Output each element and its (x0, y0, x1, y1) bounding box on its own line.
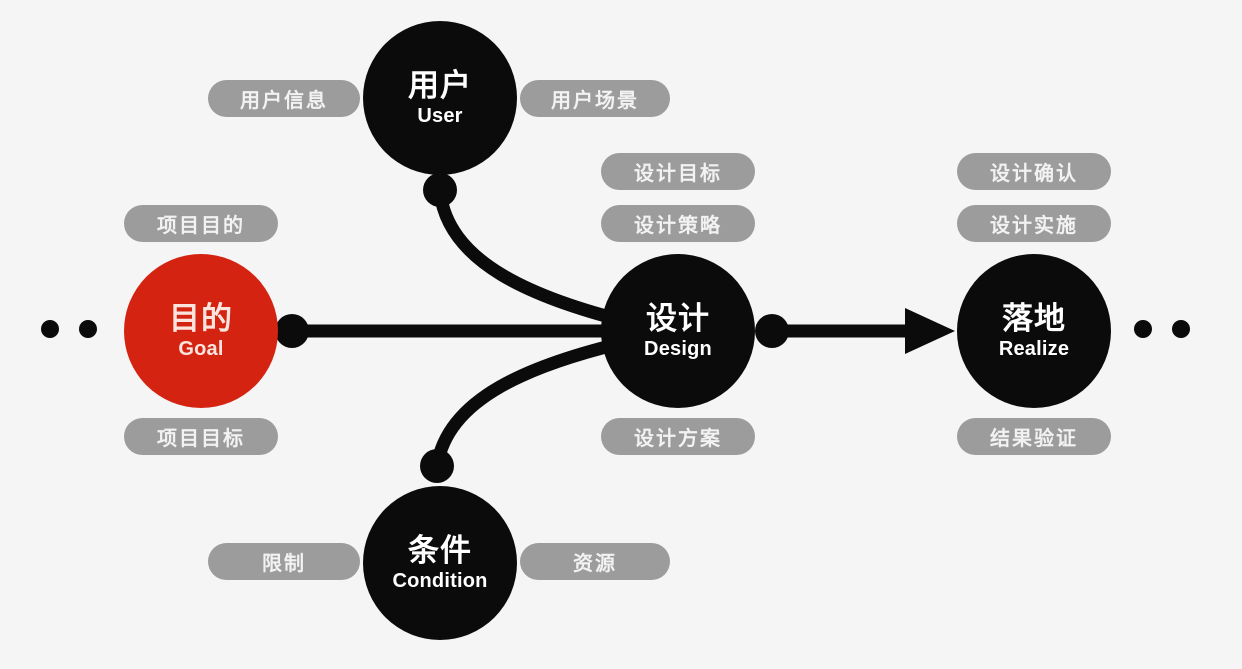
pill-label: 结果验证 (990, 428, 1078, 450)
node-realize[interactable]: 落地 Realize (957, 254, 1111, 408)
node-label-en: Realize (998, 337, 1070, 360)
node-label-cn: 目的 (169, 301, 233, 337)
node-label-en: Design (644, 337, 712, 360)
pill-label: 设计确认 (990, 163, 1078, 185)
node-user[interactable]: 用户 User (363, 21, 517, 175)
pill-realize-execute[interactable]: 设计实施 (957, 205, 1111, 242)
pill-label: 用户场景 (551, 90, 639, 112)
pill-condition-resource[interactable]: 资源 (520, 543, 670, 580)
pill-realize-verify[interactable]: 结果验证 (957, 418, 1111, 455)
node-design[interactable]: 设计 Design (601, 254, 755, 408)
pill-label: 设计方案 (634, 428, 722, 450)
pill-goal-target[interactable]: 项目目标 (124, 418, 278, 455)
node-condition[interactable]: 条件 Condition (363, 486, 517, 640)
arrowhead-icon (905, 308, 955, 354)
pill-label: 项目目标 (157, 428, 245, 450)
ellipsis-dot-left-2 (79, 320, 97, 338)
pill-label: 限制 (262, 553, 306, 575)
ellipsis-dot-right-1 (1134, 320, 1152, 338)
pill-design-plan[interactable]: 设计方案 (601, 418, 755, 455)
pill-user-scene[interactable]: 用户场景 (520, 80, 670, 117)
pill-label: 设计实施 (990, 215, 1078, 237)
pill-label: 项目目的 (157, 215, 245, 237)
node-label-en: Condition (392, 569, 488, 592)
ellipsis-dot-right-2 (1172, 320, 1190, 338)
node-label-en: Goal (178, 337, 224, 360)
node-label-cn: 落地 (1002, 301, 1066, 337)
connector-dot-goal (275, 314, 309, 348)
pill-label: 设计目标 (634, 163, 722, 185)
pill-design-strategy[interactable]: 设计策略 (601, 205, 755, 242)
pill-condition-limit[interactable]: 限制 (208, 543, 360, 580)
pill-goal-purpose[interactable]: 项目目的 (124, 205, 278, 242)
pill-user-info[interactable]: 用户信息 (208, 80, 360, 117)
node-label-cn: 设计 (646, 301, 710, 337)
node-label-cn: 条件 (408, 533, 472, 569)
connector-dot-design (755, 314, 789, 348)
pill-label: 设计策略 (634, 215, 722, 237)
ellipsis-dot-left-1 (41, 320, 59, 338)
node-goal[interactable]: 目的 Goal (124, 254, 278, 408)
connector-dot-condition (420, 449, 454, 483)
pill-label: 资源 (573, 553, 617, 575)
node-label-en: User (417, 104, 463, 127)
pill-realize-confirm[interactable]: 设计确认 (957, 153, 1111, 190)
node-label-cn: 用户 (408, 68, 472, 104)
pill-label: 用户信息 (240, 90, 328, 112)
connector-dot-user (423, 173, 457, 207)
pill-design-goal[interactable]: 设计目标 (601, 153, 755, 190)
